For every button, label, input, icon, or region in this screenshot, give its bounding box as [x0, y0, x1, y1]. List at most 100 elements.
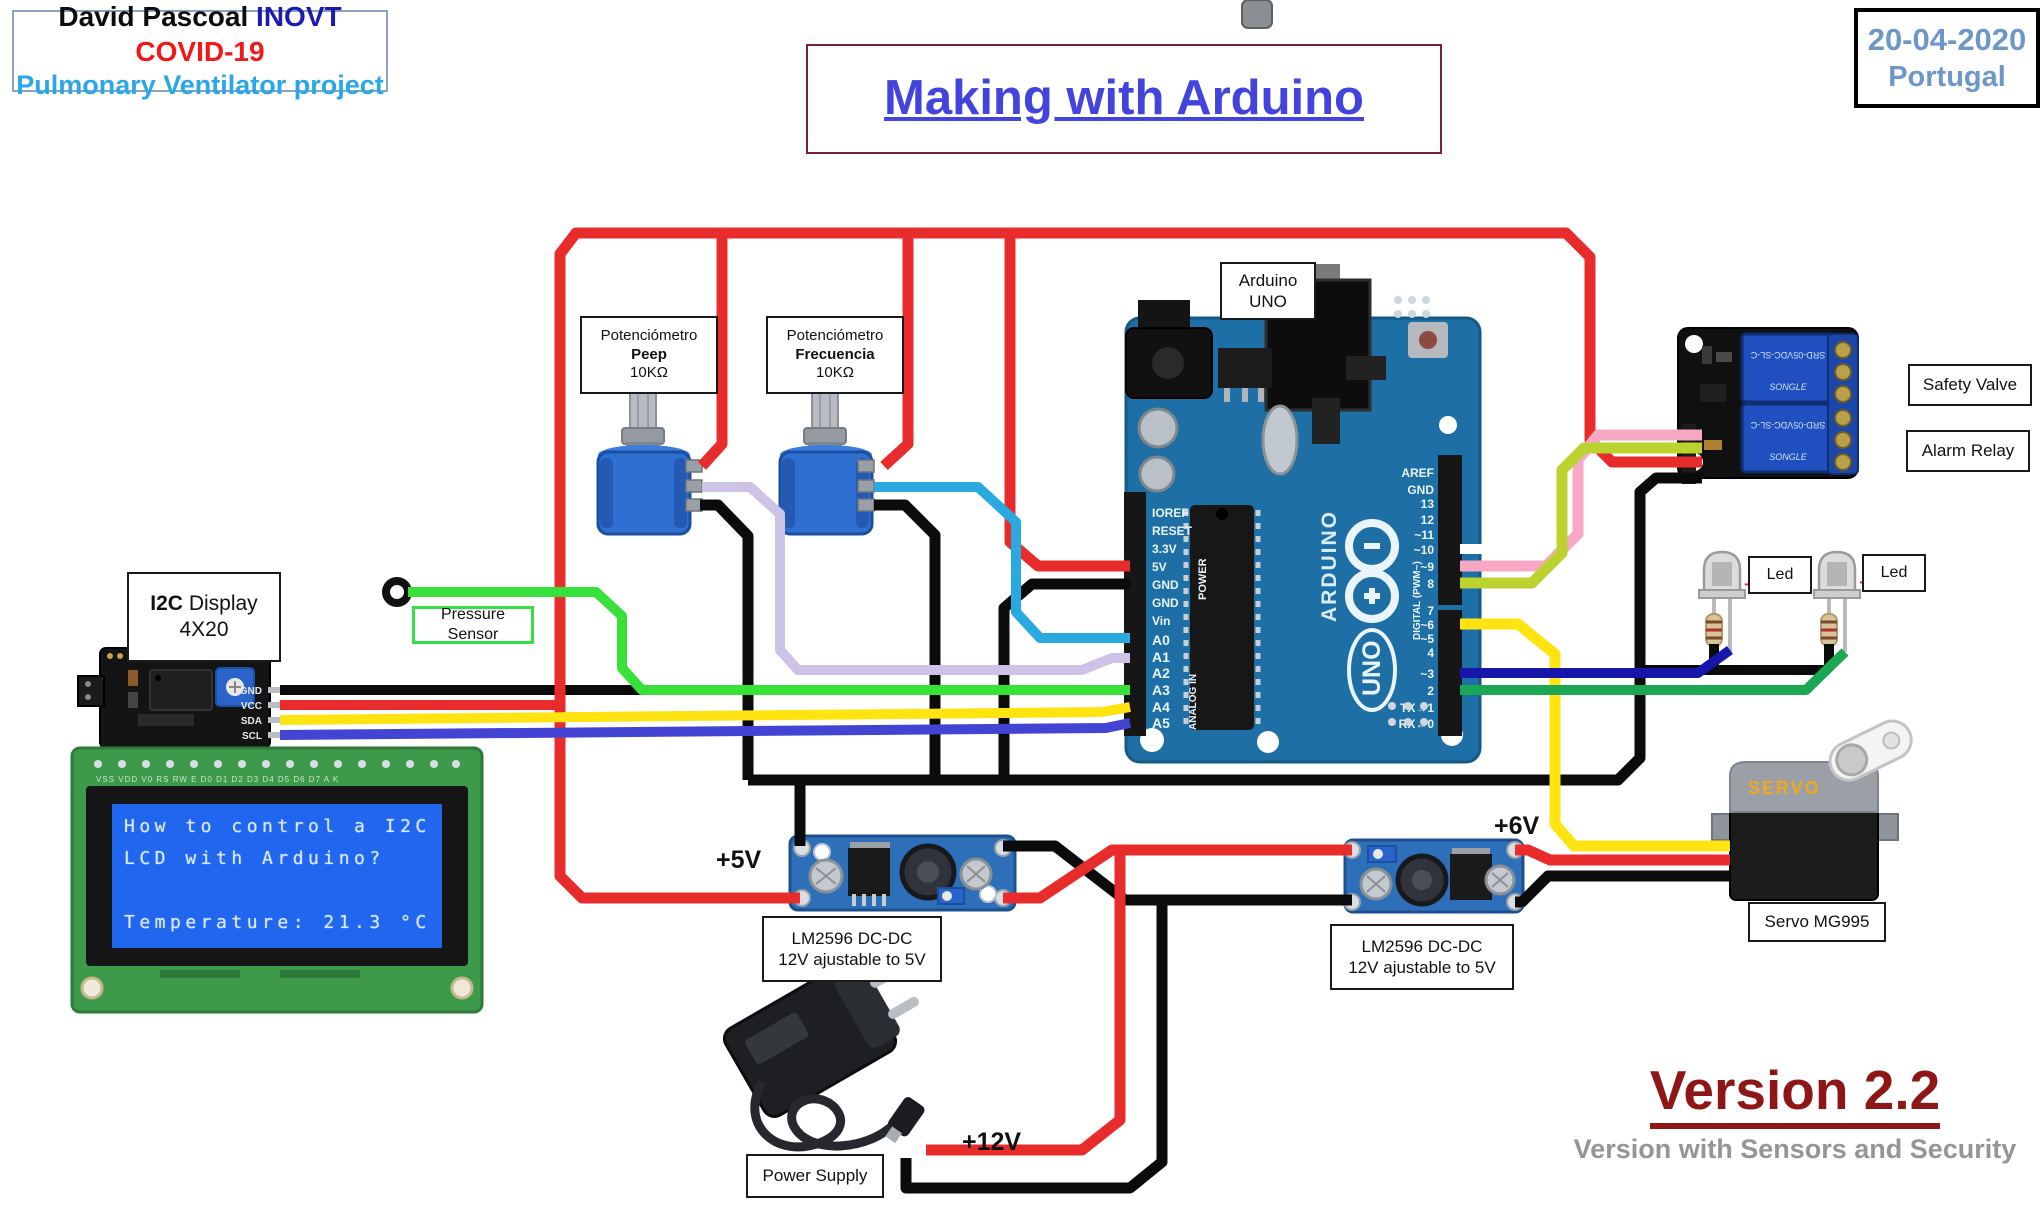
- svg-text:13: 13: [1421, 497, 1435, 511]
- lm2596-module-2: [1343, 838, 1525, 914]
- svg-text:GND: GND: [1407, 483, 1434, 497]
- svg-text:RESET: RESET: [1152, 524, 1193, 538]
- arduino-logo-text: ARDUINO: [1318, 510, 1341, 622]
- pressure-sensor-connector-icon: [382, 577, 412, 607]
- svg-text:A5: A5: [1152, 715, 1170, 731]
- digital-pin-labels-top: AREF GND 13 12 ~11 ~10 ~9 8: [1401, 466, 1434, 591]
- main-title: Making with Arduino: [884, 71, 1364, 126]
- date-box: 20-04-2020 Portugal: [1854, 8, 2040, 108]
- lm2596-1-label: LM2596 DC-DC 12V ajustable to 5V: [762, 916, 942, 982]
- pot2-label: Potenciómetro Frecuencia 10KΩ: [766, 316, 904, 394]
- svg-text:12: 12: [1421, 513, 1435, 527]
- svg-text:3.3V: 3.3V: [1152, 542, 1177, 556]
- svg-text:7: 7: [1427, 604, 1434, 618]
- servo-mg995: SERVO: [1711, 719, 1913, 901]
- plug-prong-icon: [888, 996, 919, 1019]
- dc-jack-icon: [1138, 300, 1190, 330]
- covid-tag: COVID-19: [135, 36, 265, 68]
- plus6v-label: +6V: [1494, 812, 1540, 840]
- relay-chip-text: SONGLE: [1769, 452, 1808, 462]
- ic-chip-icon: [149, 669, 213, 711]
- wire-pin8-relay-yellowgreen: [1460, 442, 1702, 589]
- lcd-screen: [112, 804, 442, 948]
- place-text: Portugal: [1888, 61, 2006, 94]
- svg-text:SDA: SDA: [241, 716, 262, 727]
- wire-pot2-gnd: [874, 499, 941, 780]
- wires-layer: [279, 227, 1849, 1194]
- potentiometer-frecuencia: [778, 385, 875, 536]
- svg-text:SCL: SCL: [242, 731, 262, 742]
- svg-text:IOREF: IOREF: [1152, 506, 1189, 520]
- svg-text:AREF: AREF: [1401, 466, 1434, 480]
- lcd-line-1: How to control a I2C: [124, 816, 431, 837]
- project-header: David Pascoal INOVT COVID-19 Pulmonary V…: [12, 1, 388, 100]
- power-pin-labels: IOREF RESET 3.3V 5V GND GND Vin: [1152, 506, 1193, 628]
- wire-pot1-wiper-a1: [702, 482, 1130, 675]
- lcd-display-20x4: [70, 746, 484, 1014]
- project-author-line: David Pascoal INOVT COVID-19: [14, 0, 386, 69]
- svg-text:Vin: Vin: [1152, 614, 1170, 628]
- svg-text:8: 8: [1427, 577, 1434, 591]
- power-section-label: POWER: [1197, 558, 1209, 600]
- wire-pot2-wiper-a0: [874, 482, 1130, 643]
- svg-text:A3: A3: [1152, 682, 1170, 698]
- led-1: +: [1698, 550, 1754, 652]
- svg-text:~6: ~6: [1420, 618, 1434, 632]
- svg-text:A2: A2: [1152, 665, 1170, 681]
- lcd-line-2: LCD with Arduino?: [124, 848, 385, 869]
- project-subtitle: Pulmonary Ventilator project: [16, 70, 384, 101]
- wire-pin6-servo-yellow: [1460, 618, 1730, 852]
- i2c-display-label: I2C Display 4X20: [127, 572, 281, 662]
- alarm-relay-label: Alarm Relay: [1906, 430, 2030, 472]
- analog-pin-labels: A0 A1 A2 A3 A4 A5: [1152, 632, 1170, 731]
- org-name: INOVT: [256, 1, 342, 33]
- i2c-pin-labels: GND VCC SDA SCL: [240, 686, 262, 742]
- plus5v-label: +5V: [716, 846, 762, 874]
- svg-text:RX←0: RX←0: [1399, 717, 1435, 731]
- wire-12v-run: [1003, 844, 1352, 904]
- wire-servo-gnd: [1515, 870, 1730, 908]
- wire-i2c-sda-a4: [279, 702, 1131, 725]
- lm2596-2-label: LM2596 DC-DC 12V ajustable to 5V: [1330, 924, 1514, 990]
- servo-horn-icon: [1828, 719, 1913, 782]
- i2c-backpack-module: GND VCC SDA SCL: [77, 647, 282, 749]
- analog-section-label: ANALOG IN: [1188, 674, 1199, 730]
- wire-pin2-led2-green: [1460, 648, 1849, 695]
- svg-text:GND: GND: [1152, 578, 1179, 592]
- potentiometer-peep: [596, 385, 703, 536]
- svg-text:2: 2: [1427, 684, 1434, 698]
- lcd-solder-pins-icon: [94, 760, 460, 768]
- wire-5v-arduino: [1004, 233, 1130, 572]
- regulator-ic-icon: [848, 848, 890, 896]
- author-name: David Pascoal: [58, 1, 257, 33]
- wire-12v-gnd-run: [1003, 840, 1352, 906]
- capacitor-icon: [1137, 407, 1179, 449]
- svg-text:GND: GND: [1152, 596, 1179, 610]
- svg-text:A1: A1: [1152, 649, 1170, 665]
- svg-text:VCC: VCC: [241, 701, 262, 712]
- arduino-logo-icon: [1345, 519, 1399, 623]
- capacitor-icon: [1138, 455, 1176, 493]
- safety-valve-label: Safety Valve: [1908, 364, 2032, 406]
- wire-ground-bus: [748, 472, 1702, 786]
- wire-5v-pot2: [880, 233, 914, 471]
- wire-pot1-gnd: [700, 499, 754, 780]
- uno-text: UNO: [1358, 640, 1386, 696]
- plus12v-label: +12V: [962, 1128, 1022, 1156]
- svg-text:~3: ~3: [1420, 667, 1434, 681]
- wire-pin9-relay-pink: [1460, 429, 1702, 572]
- crystal-icon: [1261, 404, 1299, 476]
- lcd-line-4: Temperature: 21.3 °C: [124, 912, 431, 933]
- svg-text:~9: ~9: [1420, 560, 1434, 574]
- wire-pressure-sensor-a3: [408, 587, 1130, 695]
- main-title-box: Making with Arduino: [806, 44, 1442, 154]
- svg-text:A4: A4: [1152, 699, 1170, 715]
- wire-i2c-scl-a5: [279, 718, 1132, 740]
- icsp-pins-icon: [1388, 296, 1430, 726]
- barrel-jack-icon: [885, 1097, 925, 1144]
- lcd-pinout-silk: VSS VDD V0 RS RW E D0 D1 D2 D3 D4 D5 D6 …: [96, 775, 339, 784]
- relay-model-text: SRD-05VDC-SL-C: [1750, 350, 1825, 360]
- digital-section-label: DIGITAL (PWM~): [1412, 561, 1423, 640]
